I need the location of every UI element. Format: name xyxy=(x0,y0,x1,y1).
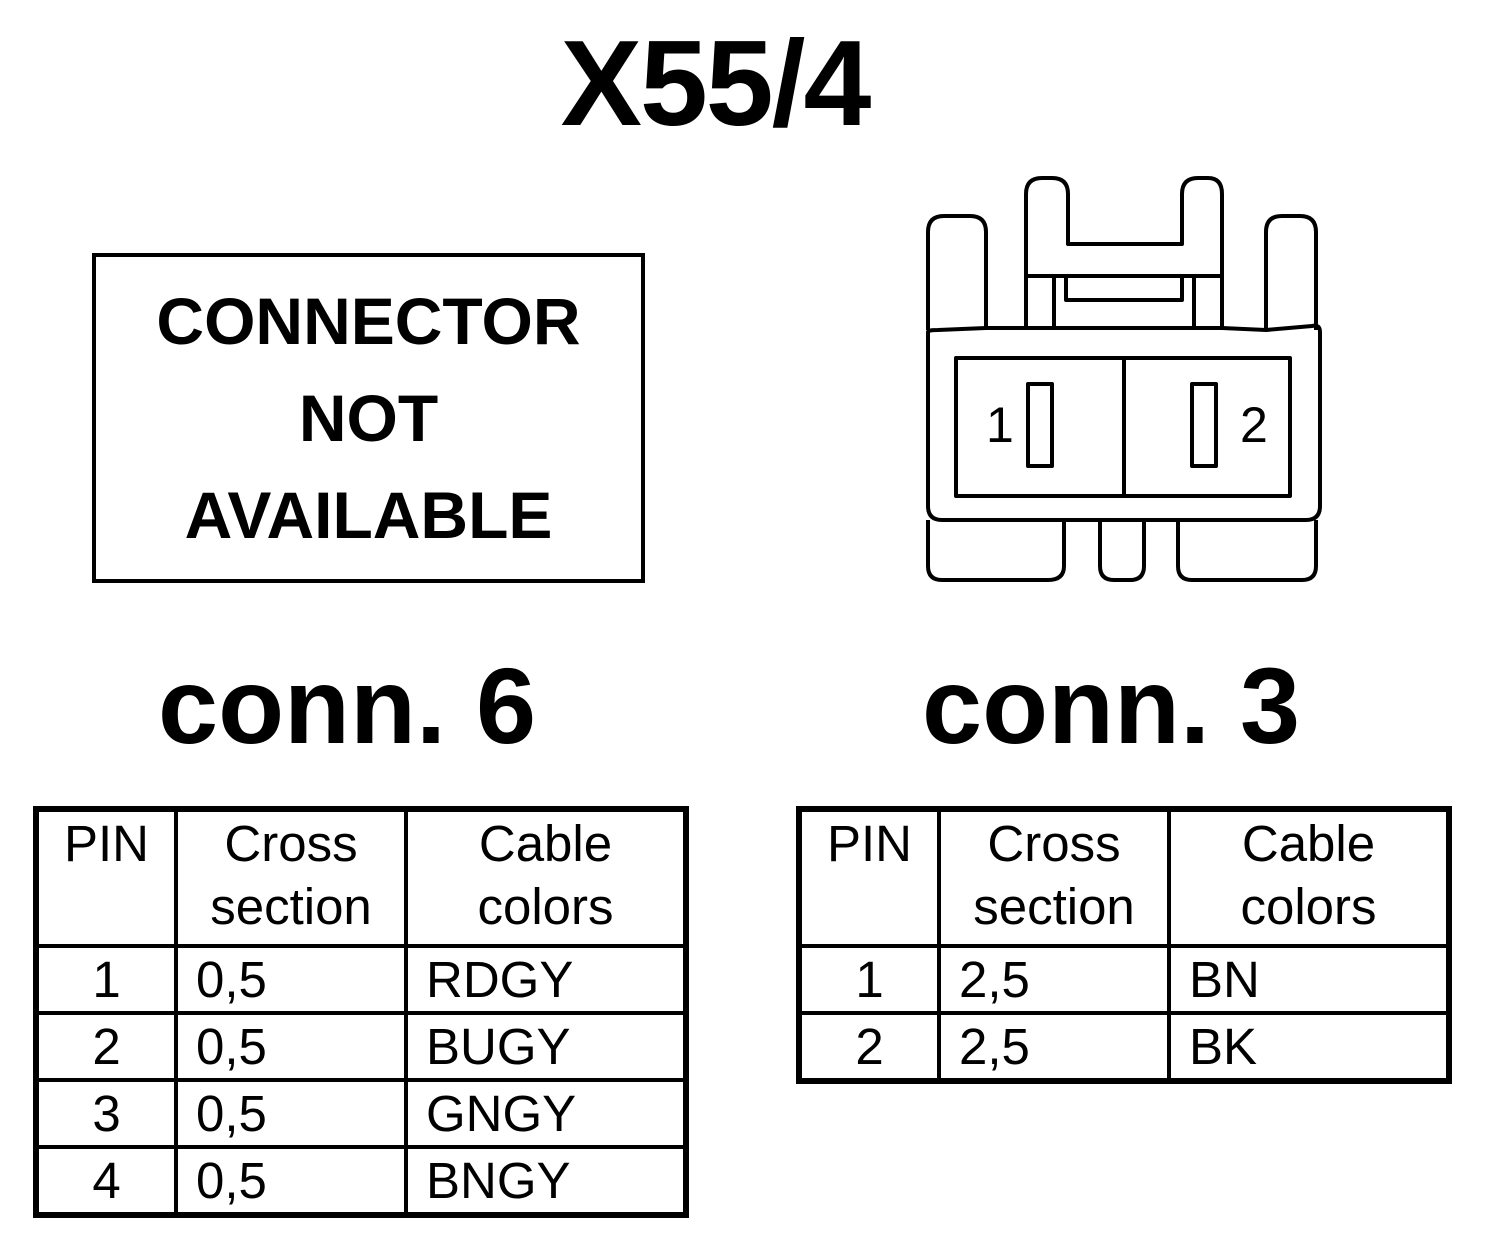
cross-section-cell: 0,5 xyxy=(174,1011,408,1082)
pin-number-cell: 1 xyxy=(34,944,178,1015)
cable-colors-header: Cable colors xyxy=(404,807,688,948)
pin-label-2: 2 xyxy=(1240,397,1268,453)
left-foot xyxy=(926,520,1066,582)
connector-body xyxy=(926,323,1322,522)
pin-number-cell: 4 xyxy=(34,1145,178,1217)
pin-number-cell: 2 xyxy=(34,1011,178,1082)
cable-color-cell: BUGY xyxy=(404,1011,688,1082)
right-latch-post xyxy=(1264,214,1318,330)
conn-3-label: conn. 3 xyxy=(922,645,1301,766)
cross-section-header: Cross section xyxy=(937,807,1171,948)
pin-slot-2 xyxy=(1190,382,1218,468)
cable-color-cell: BNGY xyxy=(404,1145,688,1217)
pin-header: PIN xyxy=(797,807,941,948)
pin-number-cell: 3 xyxy=(34,1078,178,1149)
cross-section-cell: 0,5 xyxy=(174,1078,408,1149)
cable-color-cell: RDGY xyxy=(404,944,688,1015)
connector-drawing: 1 2 xyxy=(926,176,1322,582)
left-latch-post xyxy=(926,214,988,330)
cross-section-header: Cross section xyxy=(174,807,408,948)
cross-section-cell: 2,5 xyxy=(937,1011,1171,1083)
pin-header: PIN xyxy=(34,807,178,948)
pin-label-1: 1 xyxy=(986,397,1014,453)
top-latch xyxy=(1024,176,1224,328)
cross-section-cell: 0,5 xyxy=(174,944,408,1015)
pin-number-cell: 2 xyxy=(797,1011,941,1083)
pin-slot-1 xyxy=(1026,382,1054,468)
cable-color-cell: BN xyxy=(1167,944,1451,1015)
right-foot xyxy=(1176,520,1318,582)
not-available-line-2: NOT xyxy=(298,380,439,455)
center-foot xyxy=(1098,520,1146,582)
cable-colors-header: Cable colors xyxy=(1167,807,1451,948)
cross-section-cell: 0,5 xyxy=(174,1145,408,1217)
cable-color-cell: GNGY xyxy=(404,1078,688,1149)
conn-6-label: conn. 6 xyxy=(158,645,537,766)
cable-color-cell: BK xyxy=(1167,1011,1451,1083)
cross-section-cell: 2,5 xyxy=(937,944,1171,1015)
pin-number-cell: 1 xyxy=(797,944,941,1015)
not-available-line-3: AVAILABLE xyxy=(184,477,553,552)
diagram-title: X55/4 xyxy=(560,15,872,151)
connector-not-available-box: CONNECTOR NOT AVAILABLE xyxy=(92,253,645,583)
not-available-line-1: CONNECTOR xyxy=(156,283,581,358)
